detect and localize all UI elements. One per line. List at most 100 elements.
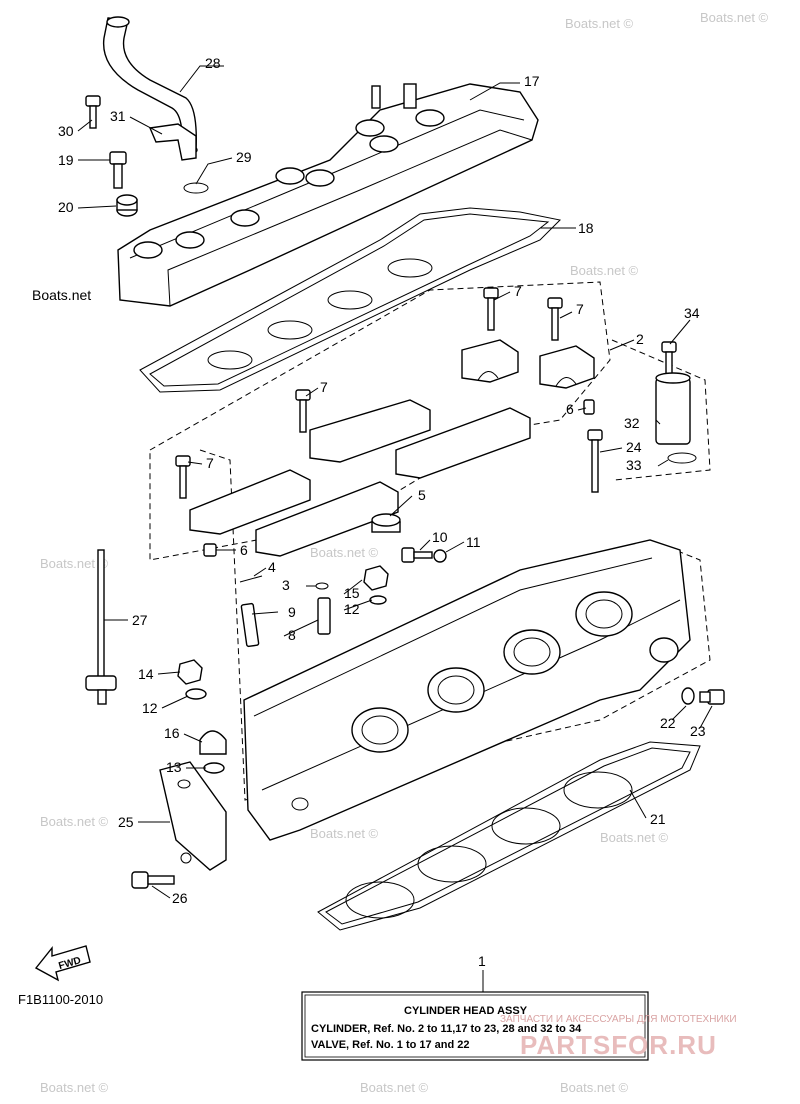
- bolt-7: [295, 389, 311, 433]
- cam-cap-row: [189, 399, 531, 557]
- legend-line-cylinder: CYLINDER, Ref. No. 2 to 11,17 to 23, 28 …: [311, 1023, 582, 1035]
- o-ring-29: [183, 182, 209, 194]
- callout-13: 13: [166, 759, 182, 775]
- washer-12: [185, 688, 207, 700]
- cover-gasket: [139, 207, 562, 393]
- bolt-24: [587, 429, 603, 493]
- bolt-7: [483, 287, 499, 331]
- fwd-arrow-icon: FWD: [34, 945, 91, 982]
- bolt-7: [547, 297, 563, 341]
- callout-33: 33: [626, 457, 642, 473]
- callout-9: 9: [288, 604, 296, 620]
- valve-guide-9: [240, 602, 260, 648]
- hose-bracket: [148, 123, 197, 161]
- o-ring-33: [667, 452, 697, 464]
- callout-7: 7: [206, 455, 214, 471]
- bolt-7: [175, 455, 191, 499]
- callout-22: 22: [660, 715, 676, 731]
- legend-line-valve: VALVE, Ref. No. 1 to 17 and 22: [311, 1039, 470, 1051]
- callout-8: 8: [288, 627, 296, 643]
- watermark: Boats.net ©: [570, 263, 639, 278]
- watermark: Boats.net ©: [310, 545, 379, 560]
- callout-27: 27: [132, 612, 148, 628]
- seal-3: [315, 582, 329, 590]
- callout-14: 14: [138, 666, 154, 682]
- bolt-19: [109, 151, 127, 189]
- watermark: Boats.net ©: [565, 16, 634, 31]
- cam-cap: [539, 345, 595, 389]
- watermark: Boats.net ©: [600, 830, 669, 845]
- nut-15: [363, 565, 389, 591]
- callout-25: 25: [118, 814, 134, 830]
- callout-18: 18: [578, 220, 594, 236]
- callout-3: 3: [282, 577, 290, 593]
- washer-12: [369, 595, 387, 605]
- washer-13: [203, 762, 225, 774]
- callout-16: 16: [164, 725, 180, 741]
- gasket-22: [681, 687, 695, 705]
- dowel-6: [583, 399, 595, 415]
- callout-30: 30: [58, 123, 74, 139]
- watermark: Boats.net ©: [700, 10, 769, 25]
- callout-12: 12: [142, 700, 158, 716]
- callout-6: 6: [240, 542, 248, 558]
- dowel-6: [203, 543, 217, 557]
- watermark: Boats.net ©: [40, 1080, 109, 1095]
- watermark: Boats.net: [32, 287, 91, 303]
- callout-26: 26: [172, 890, 188, 906]
- oil-filler-cap: [371, 513, 401, 533]
- callout-labels: 28 17 30 31 19 29 20 18 7 7 2 34 7 6 32 …: [58, 55, 706, 969]
- valve-guide-8: [317, 597, 331, 635]
- callout-23: 23: [690, 723, 706, 739]
- callout-10: 10: [432, 529, 448, 545]
- callout-20: 20: [58, 199, 74, 215]
- legend-box: CYLINDER HEAD ASSY CYLINDER, Ref. No. 2 …: [301, 991, 649, 1061]
- callout-34: 34: [684, 305, 700, 321]
- head-gasket: [317, 741, 701, 931]
- callout-5: 5: [418, 487, 426, 503]
- callout-12: 12: [344, 601, 360, 617]
- callout-31: 31: [110, 108, 126, 124]
- callout-28: 28: [205, 55, 221, 71]
- bolt-30: [85, 95, 101, 129]
- shop-tagline: ЗАПЧАСТИ И АКСЕССУАРЫ ДЛЯ МОТОТЕХНИКИ: [500, 1014, 737, 1025]
- cam-cap: [461, 339, 519, 383]
- head-assembly-outline: [199, 449, 711, 801]
- bolt-10: [401, 547, 433, 563]
- bolt-34: [661, 341, 677, 375]
- watermark: Boats.net ©: [310, 826, 379, 841]
- callout-1: 1: [478, 953, 486, 969]
- washer-11: [433, 549, 447, 563]
- leader-lines: [77, 65, 713, 992]
- bracket-25: [159, 761, 227, 871]
- callout-2: 2: [636, 331, 644, 347]
- watermark: Boats.net ©: [40, 556, 109, 571]
- callout-6: 6: [566, 401, 574, 417]
- watermark: Boats.net ©: [40, 814, 109, 829]
- dipstick: [85, 549, 117, 705]
- pin-4: [239, 575, 263, 583]
- callout-17: 17: [524, 73, 540, 89]
- head-cover: [117, 83, 539, 307]
- callout-21: 21: [650, 811, 666, 827]
- callout-32: 32: [624, 415, 640, 431]
- callout-24: 24: [626, 439, 642, 455]
- nut-14: [177, 659, 203, 685]
- head-assembly-outline: [611, 339, 711, 481]
- callout-19: 19: [58, 152, 74, 168]
- watermark: Boats.net ©: [360, 1080, 429, 1095]
- callout-7: 7: [576, 301, 584, 317]
- cap-nut-16: [199, 730, 227, 755]
- callout-15: 15: [344, 585, 360, 601]
- callout-7: 7: [514, 283, 522, 299]
- diagram-code: F1B1100-2010: [18, 992, 103, 1007]
- sleeve-32: [655, 372, 691, 445]
- legend-title: CYLINDER HEAD ASSY: [404, 1005, 528, 1017]
- callout-29: 29: [236, 149, 252, 165]
- callout-11: 11: [466, 534, 481, 550]
- watermark: Boats.net ©: [560, 1080, 629, 1095]
- cylinder-head: [243, 539, 691, 841]
- callout-4: 4: [268, 559, 276, 575]
- plug-23: [699, 689, 725, 705]
